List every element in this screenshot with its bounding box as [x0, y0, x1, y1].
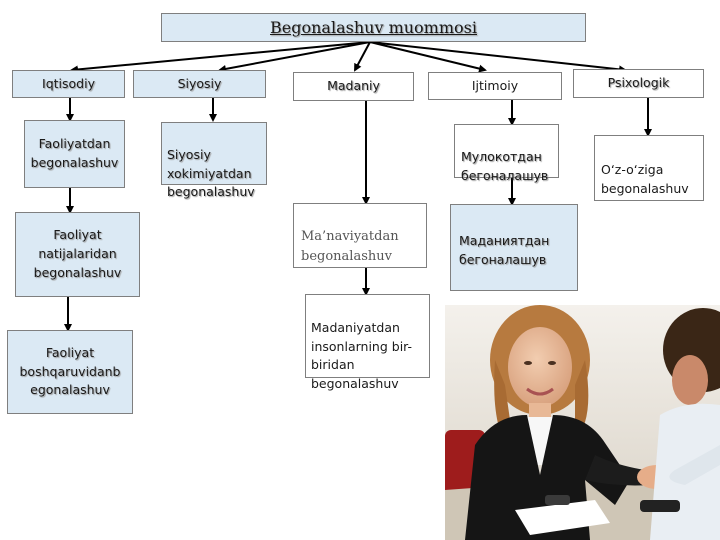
arrow-title-ijtimoiy: [369, 41, 487, 73]
madaniy-item-1: Ma’naviyatdan begonalashuv: [293, 203, 427, 268]
category-madaniy: Madaniy: [293, 72, 414, 101]
diagram-title-text: Begonalashuv muommosi: [270, 17, 477, 37]
madaniy-item-2: Madaniyatdan insonlarning bir- biridan b…: [305, 294, 430, 391]
ijtimoiy-item-1: Мулокотдан бегоналашув: [454, 124, 559, 183]
iqtisodiy-item-3: Faoliyat boshqaruvidanb egonalashuv: [7, 330, 133, 414]
arrow-title-madaniy: [354, 41, 371, 72]
iqtisodiy-item-1-text: Faoliyatdan begonalashuv: [30, 136, 119, 170]
ijtimoiy-item-2-text: Маданиятдан бегоналашув: [459, 232, 550, 267]
iqtisodiy-item-2: Faoliyat natijalaridan begonalashuv: [15, 212, 140, 297]
siyosiy-item-1-text: Siyosiy xokimiyatdan begonalashuv: [167, 146, 255, 200]
ijtimoiy-item-1-text: Мулокотдан бегоналашув: [461, 148, 549, 183]
handshake-photo: [445, 305, 720, 540]
iqtisodiy-item-2-text: Faoliyat natijalaridan begonalashuv: [33, 227, 122, 280]
diagram-title: Begonalashuv muommosi: [161, 13, 586, 42]
category-siyosiy: Siyosiy: [133, 70, 266, 98]
psixologik-item-1: O‘z-o‘ziga begonalashuv: [594, 135, 704, 201]
category-psixologik: Psixologik: [573, 69, 704, 98]
psixologik-item-1-text: O‘z-o‘ziga begonalashuv: [601, 161, 689, 196]
madaniy-item-1-text: Ma’naviyatdan begonalashuv: [301, 229, 399, 265]
siyosiy-item-1: Siyosiy xokimiyatdan begonalashuv: [161, 122, 267, 199]
category-psixologik-label: Psixologik: [607, 75, 670, 91]
category-ijtimoiy-label: Ijtimoiy: [471, 77, 519, 93]
category-madaniy-label: Madaniy: [327, 78, 380, 94]
arrow-title-iqtisodiy: [70, 41, 371, 74]
ijtimoiy-item-2: Маданиятдан бегоналашув: [450, 204, 578, 291]
iqtisodiy-item-1: Faoliyatdan begonalashuv: [24, 120, 125, 188]
category-iqtisodiy-label: Iqtisodiy: [42, 75, 95, 91]
arrow-title-psixologik: [369, 41, 627, 74]
iqtisodiy-item-3-text: Faoliyat boshqaruvidanb egonalashuv: [19, 344, 121, 398]
category-siyosiy-label: Siyosiy: [177, 75, 222, 91]
madaniy-item-2-text: Madaniyatdan insonlarning bir- biridan b…: [311, 319, 413, 391]
category-ijtimoiy: Ijtimoiy: [428, 72, 562, 100]
category-iqtisodiy: Iqtisodiy: [12, 70, 125, 98]
arrow-title-siyosiy: [218, 41, 371, 73]
